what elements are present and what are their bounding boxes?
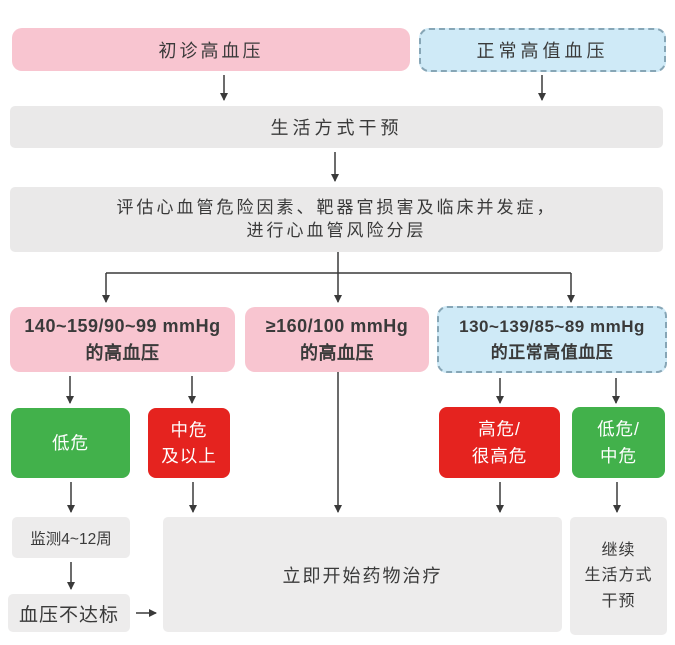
node-high-normal-bp: 正常高值血压 [419, 28, 666, 72]
node-lifestyle-intervention: 生活方式干预 [10, 106, 663, 148]
continue-lifestyle-line1: 继续 [601, 541, 636, 559]
node-risk-low: 低危 [11, 408, 130, 478]
high-normal-130-139-label: 的正常高值血压 [490, 342, 614, 362]
node-high-normal-bp-label: 正常高值血压 [476, 41, 609, 61]
node-risk-assessment: 评估心血管危险因素、靶器官损害及临床并发症， 进行心血管风险分层 [10, 187, 663, 252]
node-lifestyle-intervention-label: 生活方式干预 [270, 118, 403, 138]
node-initial-hypertension-label: 初诊高血压 [158, 40, 264, 61]
risk-low-label: 低危 [52, 432, 89, 453]
node-high-normal-130-139: 130~139/85~89 mmHg 的正常高值血压 [437, 306, 667, 373]
risk-high-line2: 很高危 [471, 445, 528, 466]
node-htn-ge-160: ≥160/100 mmHg 的高血压 [245, 307, 429, 372]
node-risk-low-mid: 低危/ 中危 [572, 407, 665, 478]
htn-ge-160-label: 的高血压 [300, 342, 374, 363]
risk-assessment-line1: 评估心血管危险因素、靶器官损害及临床并发症， [116, 197, 557, 217]
risk-mid-line2: 及以上 [161, 446, 217, 466]
node-risk-mid-and-above: 中危 及以上 [148, 408, 230, 478]
htn-ge-160-range: ≥160/100 mmHg [265, 315, 409, 336]
node-continue-lifestyle: 继续 生活方式 干预 [570, 517, 667, 635]
node-risk-high-very-high: 高危/ 很高危 [439, 407, 560, 478]
node-bp-not-reached: 血压不达标 [8, 594, 130, 632]
monitor-label: 监测4~12周 [30, 530, 112, 548]
high-normal-130-139-range: 130~139/85~89 mmHg [459, 317, 645, 336]
bp-not-reached-label: 血压不达标 [18, 604, 119, 626]
risk-high-line1: 高危/ [478, 419, 521, 440]
continue-lifestyle-line3: 干预 [601, 592, 636, 610]
start-medication-label: 立即开始药物治疗 [282, 565, 443, 586]
risk-assessment-line2: 进行心血管风险分层 [246, 220, 427, 240]
risk-lowmid-line2: 中危 [600, 445, 637, 466]
risk-mid-line1: 中危 [170, 419, 208, 440]
node-htn-140-159: 140~159/90~99 mmHg 的高血压 [10, 307, 235, 372]
node-start-medication: 立即开始药物治疗 [163, 517, 562, 632]
node-monitor-4-12-weeks: 监测4~12周 [12, 517, 130, 558]
continue-lifestyle-line2: 生活方式 [584, 567, 653, 585]
htn-140-159-label: 的高血压 [85, 342, 160, 363]
node-initial-hypertension: 初诊高血压 [12, 28, 410, 71]
htn-140-159-range: 140~159/90~99 mmHg [24, 315, 221, 336]
risk-lowmid-line1: 低危/ [597, 419, 640, 440]
